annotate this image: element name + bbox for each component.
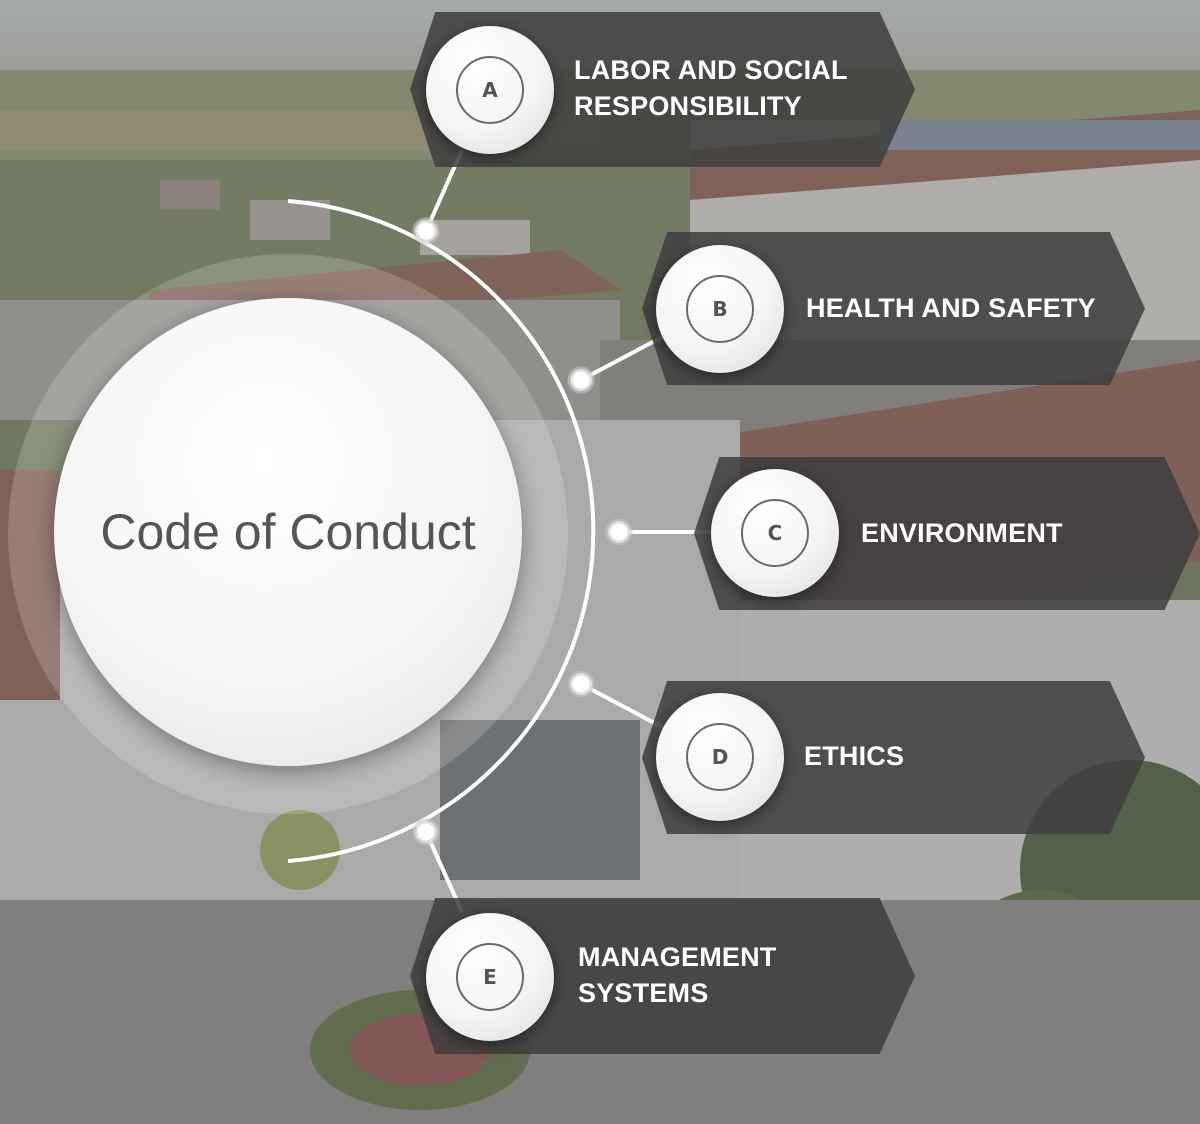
category-badge-d: D xyxy=(656,693,784,821)
category-label-c: ENVIRONMENT xyxy=(861,515,1063,551)
category-label-e-line-2: SYSTEMS xyxy=(578,978,709,1008)
category-label-e: MANAGEMENT SYSTEMS xyxy=(578,939,777,1011)
connector-line-b xyxy=(580,334,665,382)
connector-dot-e xyxy=(412,818,440,846)
category-letter-d: D xyxy=(686,723,754,791)
category-label-e-line-1: MANAGEMENT xyxy=(578,942,777,972)
category-label-a-line-1: LABOR AND SOCIAL xyxy=(574,55,848,85)
category-badge-a: A xyxy=(426,26,554,154)
category-label-d: ETHICS xyxy=(804,738,904,774)
connector-dot-c xyxy=(605,518,633,546)
category-letter-e: E xyxy=(456,943,524,1011)
category-letter-c: C xyxy=(741,499,809,567)
category-label-a: LABOR AND SOCIAL RESPONSIBILITY xyxy=(574,52,848,124)
connector-dot-d xyxy=(567,670,595,698)
connector-line-d xyxy=(580,682,665,730)
connector-dot-a xyxy=(412,217,440,245)
category-label-d-line-1: ETHICS xyxy=(804,741,905,771)
connector-dot-b xyxy=(567,366,595,394)
category-badge-b: B xyxy=(656,245,784,373)
category-letter-a: A xyxy=(456,56,524,124)
category-label-b: HEALTH AND SAFETY xyxy=(806,290,1096,326)
center-title: Code of Conduct xyxy=(100,504,476,560)
category-badge-c: C xyxy=(711,469,839,597)
category-label-b-line-1: HEALTH AND SAFETY xyxy=(806,293,1096,323)
category-label-a-line-2: RESPONSIBILITY xyxy=(574,91,802,121)
center-node: Code of Conduct xyxy=(54,298,522,766)
category-letter-b: B xyxy=(686,275,754,343)
category-badge-e: E xyxy=(426,913,554,1041)
connector-arc xyxy=(287,199,596,863)
category-label-c-line-1: ENVIRONMENT xyxy=(861,518,1063,548)
